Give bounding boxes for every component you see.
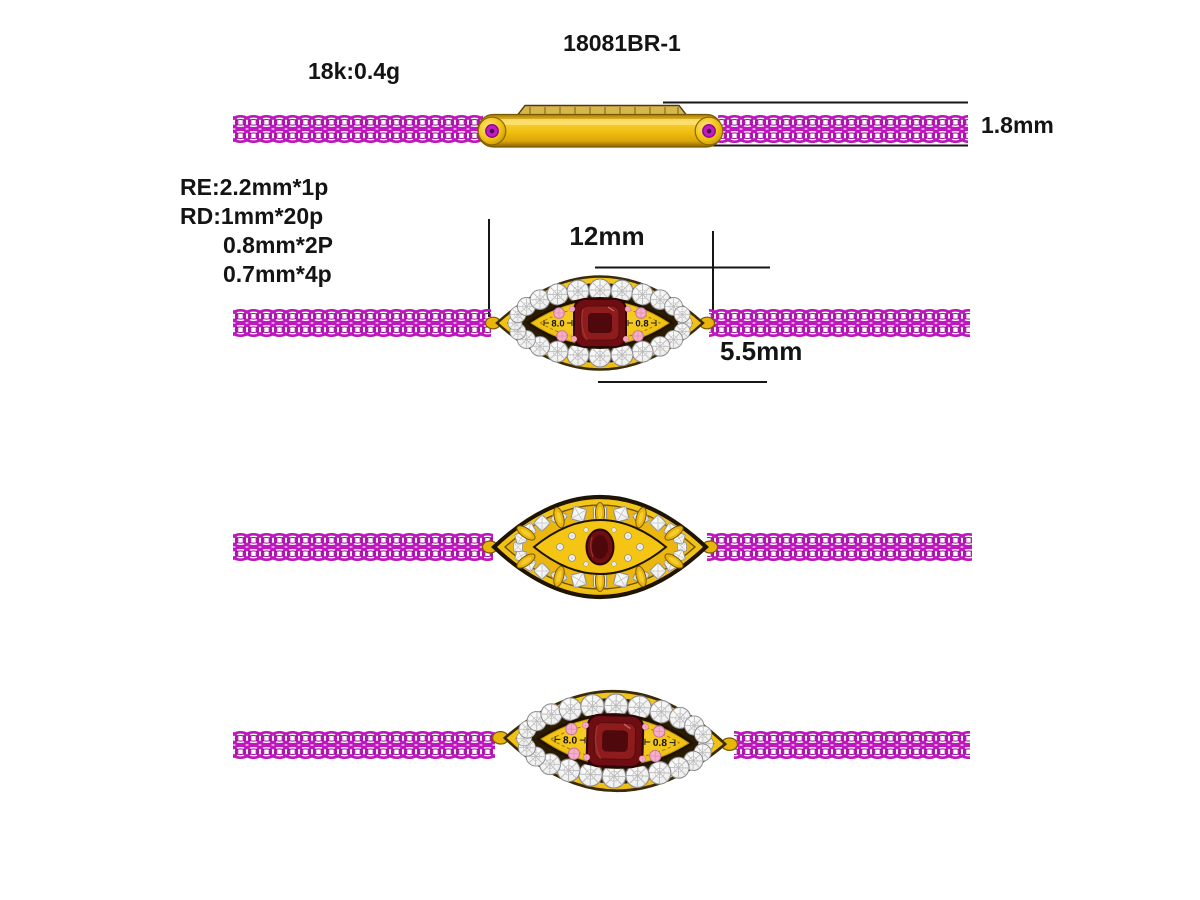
design-code: 18081BR-1 [563,30,681,56]
side-view [477,104,724,148]
chain-segment [233,115,483,143]
chain-segment [718,115,968,143]
chain-row-perspective-view [233,731,970,759]
chain-segment [233,309,491,337]
chain-segment [233,533,493,561]
metal-weight: 18k:0.4g [308,58,401,84]
chain-row-front-view [233,309,970,337]
clasp-loop-left [477,116,507,146]
stone-spec-line: RE:2.2mm*1p [180,174,329,200]
perspective-view-pendant [491,688,739,794]
clasp-loop-right [694,116,724,146]
dim-pendant-width-label: 5.5mm [720,336,803,366]
chain-segment [233,731,495,759]
stone-spec-line: 0.7mm*4p [223,261,332,287]
chain-segment [734,731,970,759]
front-view-pendant [486,277,715,370]
dim-band-thickness-label: 1.8mm [981,112,1054,138]
dimension-lines [488,101,968,383]
dim-pendant-length-label: 12mm [569,221,645,251]
bar-highlight [490,119,712,125]
chain-segment [709,309,970,337]
chain-row-back-view [233,533,972,561]
chain-segment [707,533,972,561]
stone-spec-line: 0.8mm*2P [223,232,333,258]
stone-spec-line: RD:1mm*20p [180,203,324,229]
chain-row-side-view [233,115,968,143]
back-view-pendant [483,497,718,597]
stone-specs: RE:2.2mm*1p RD:1mm*20p 0.8mm*2P 0.7mm*4p [180,173,333,289]
gallery-ticks [529,107,679,115]
